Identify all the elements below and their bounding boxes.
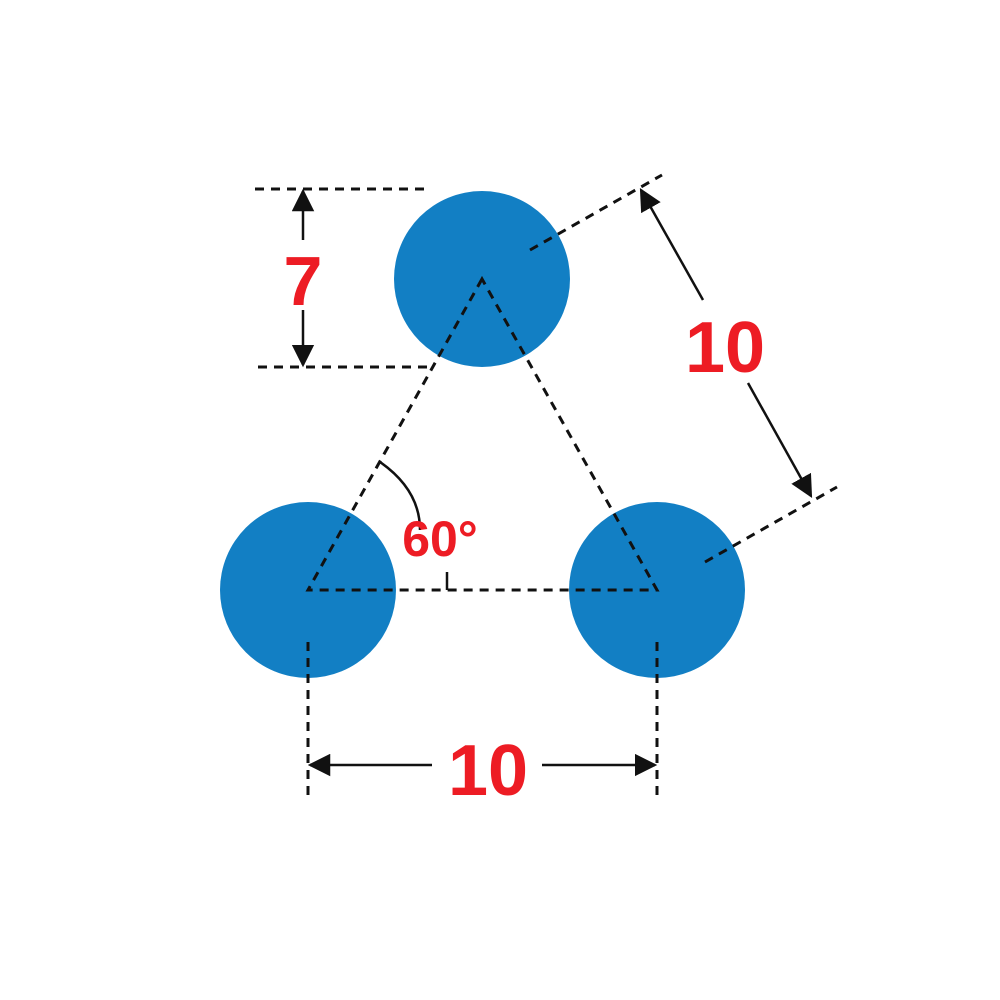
center-triangle <box>305 275 660 592</box>
side-arrow-lower <box>746 382 813 498</box>
diameter-label: 7 <box>284 242 323 320</box>
side-arrow-upper <box>639 188 705 301</box>
base-distance-label: 10 <box>448 731 528 811</box>
angle-arc <box>379 460 422 531</box>
side-extension-bottom <box>704 485 838 564</box>
side-distance-label: 10 <box>685 308 765 388</box>
side-extension-top <box>529 173 663 252</box>
angle-label: 60° <box>402 511 478 567</box>
